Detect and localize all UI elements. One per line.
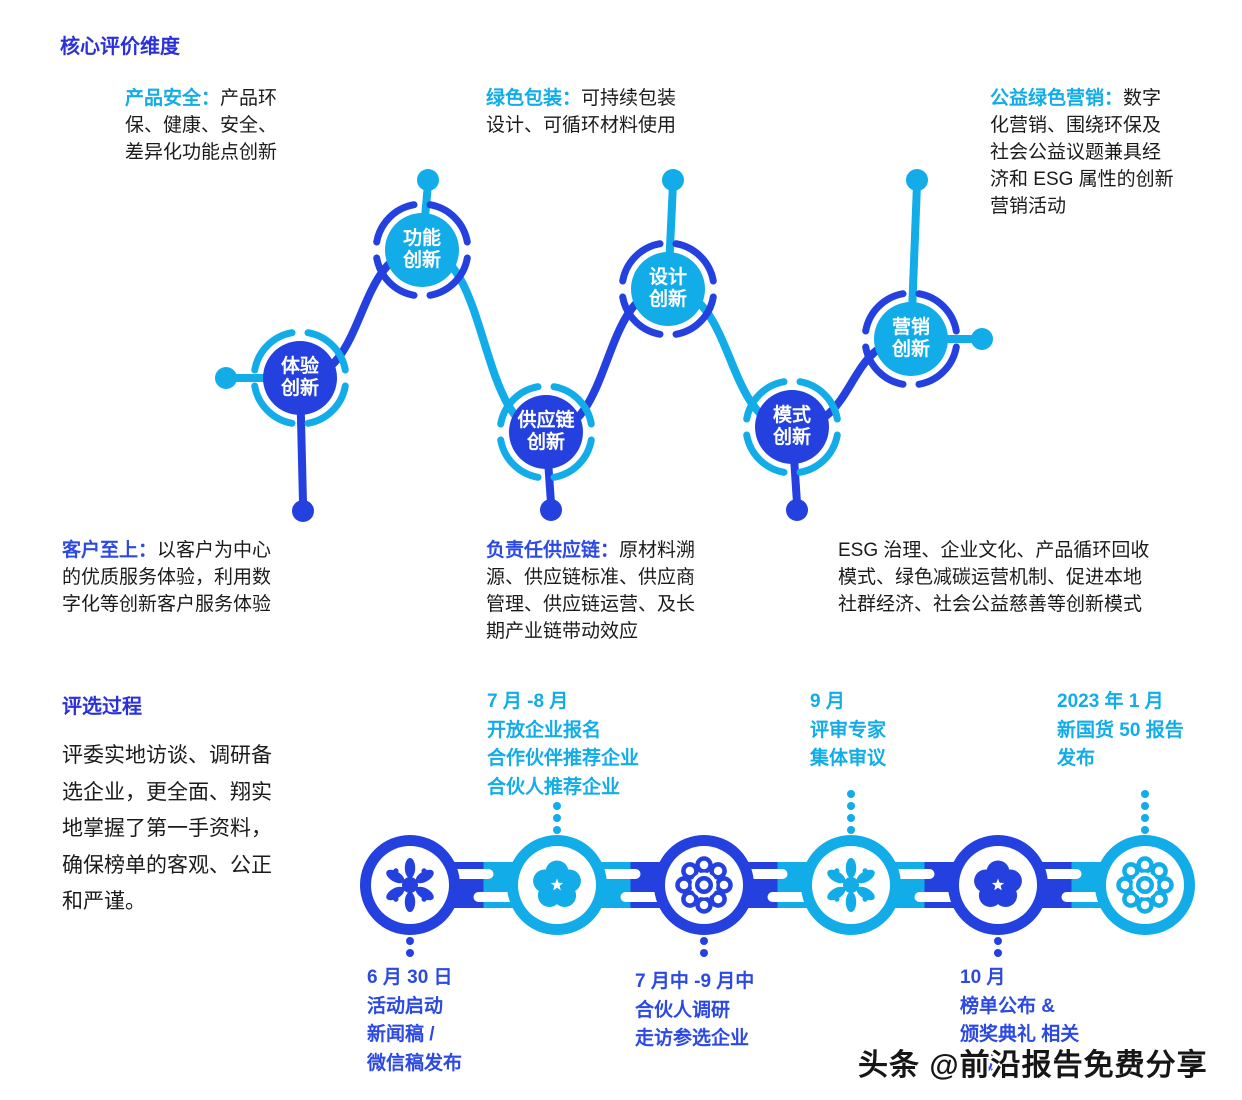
milestone-node-4 [801, 835, 901, 935]
note-lead: 客户至上： [62, 540, 158, 561]
dimension-node-rings [251, 201, 960, 481]
ring-design [619, 240, 717, 338]
process-intro: 评委实地访谈、调研备 选企业，更全面、翔实 地掌握了第一手资料， 确保榜单的客观… [62, 744, 272, 914]
flower-burst-icon [386, 858, 434, 912]
timeline-chain-nodes [360, 835, 1195, 935]
node-label: 体验 创新 [280, 355, 319, 399]
node-label: 设计 创新 [648, 266, 687, 310]
dimension-node-marketing: 营销 创新 [874, 302, 948, 376]
note-product-safety: 产品安全：产品环 保、健康、安全、 差异化功能点创新 [125, 86, 350, 167]
note-body: 以客户为中心 的优质服务体验，利用数 字化等创新客户服务体验 [62, 540, 272, 615]
node-label: 营销 创新 [891, 316, 930, 360]
note-body: ESG 治理、企业文化、产品循环回收 模式、绿色减碳运营机制、促进本地 社群经济… [838, 540, 1150, 615]
dimension-node-design: 设计 创新 [631, 252, 705, 326]
timeline-dotted-leaders [406, 790, 1149, 957]
flower-burst-icon [827, 858, 875, 912]
milestone-node-1 [360, 835, 460, 935]
milestone-jan-2023: 2023 年 1 月 新国货 50 报告 发布 [1057, 691, 1184, 769]
flower-chrysanthemum-icon [1116, 856, 1174, 914]
note-body: 可持续包装 设计、可循环材料使用 [486, 88, 677, 136]
dimension-node-model: 模式 创新 [755, 390, 829, 464]
note-green-marketing: 公益绿色营销：数字 化营销、围绕环保及 社会公益议题兼具经 济和 ESG 属性的… [990, 86, 1240, 221]
node-label: 供应链 创新 [517, 409, 575, 453]
milestone-jul-aug: 7 月 -8 月 开放企业报名 合作伙伴推荐企业 合伙人推荐企业 [487, 691, 640, 798]
milestone-node-3 [654, 835, 754, 935]
note-lead: 负责任供应链： [486, 540, 620, 561]
dimension-node-supplychain: 供应链 创新 [509, 395, 583, 469]
ring-marketing [862, 290, 960, 388]
milestone-jun-30: 6 月 30 日 活动启动 新闻稿 / 微信稿发布 [367, 967, 463, 1074]
milestone-mid-jul-sep: 7 月中 -9 月中 合伙人调研 走访参选企业 [635, 971, 755, 1049]
milestone-oct: 10 月 榜单公布 & 颁奖典礼 相关 活动 [960, 967, 1080, 1074]
note-green-packaging: 绿色包装：可持续包装 设计、可循环材料使用 [486, 86, 756, 140]
note-esg: ESG 治理、企业文化、产品循环回收 模式、绿色减碳运营机制、促进本地 社群经济… [838, 538, 1242, 619]
section-title-dimensions: 核心评价维度 [60, 36, 180, 58]
flower-chrysanthemum-icon [675, 856, 733, 914]
note-customer-first: 客户至上：以客户为中心 的优质服务体验，利用数 字化等创新客户服务体验 [62, 538, 362, 619]
note-lead: 公益绿色营销： [990, 88, 1124, 109]
ring-function [373, 201, 471, 299]
dimension-node-experience: 体验 创新 [263, 341, 337, 415]
note-body: 产品环 保、健康、安全、 差异化功能点创新 [125, 88, 278, 163]
milestone-node-6 [1095, 835, 1195, 935]
note-responsible-supplychain: 负责任供应链：原材料溯 源、供应链标准、供应商 管理、供应链运营、及长 期产业链… [486, 538, 786, 646]
note-body: 数字 化营销、围绕环保及 社会公益议题兼具经 济和 ESG 属性的创新 营销活动 [990, 88, 1174, 217]
ring-supplychain [497, 383, 595, 481]
note-lead: 绿色包装： [486, 88, 582, 109]
milestone-node-5 [948, 835, 1048, 935]
dimension-node-function: 功能 创新 [385, 213, 459, 287]
milestone-node-2 [507, 835, 607, 935]
section-title-process: 评选过程 [62, 696, 142, 718]
ring-model [743, 378, 841, 476]
watermark-overlay: 头条 @前沿报告免费分享 [858, 1049, 1208, 1082]
node-label: 模式 创新 [772, 404, 811, 448]
ring-experience [251, 329, 349, 427]
note-body: 原材料溯 源、供应链标准、供应商 管理、供应链运营、及长 期产业链带动效应 [486, 540, 696, 642]
node-label: 功能 创新 [402, 227, 441, 271]
flower-plum-icon [533, 860, 581, 907]
flower-plum-icon [974, 860, 1022, 907]
milestone-sep: 9 月 评审专家 集体审议 [810, 691, 887, 769]
note-lead: 产品安全： [125, 88, 221, 109]
